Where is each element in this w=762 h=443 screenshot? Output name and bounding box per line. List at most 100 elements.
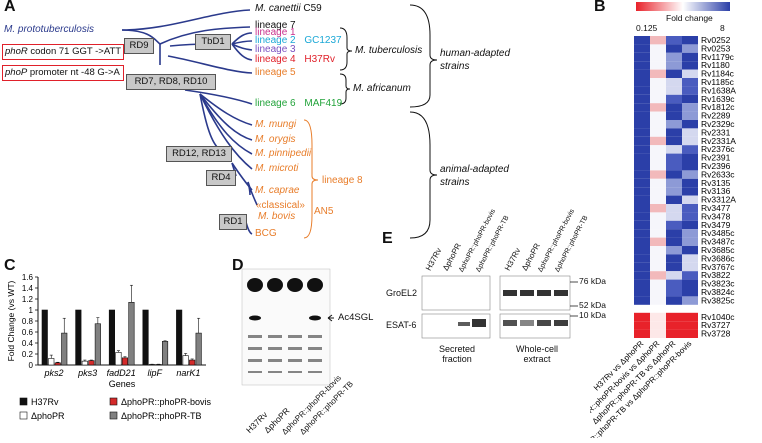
- heatmap-cell: [666, 296, 682, 305]
- heatmap-cell: [682, 212, 698, 221]
- heatmap-gene-label: Rv3485c: [701, 228, 735, 238]
- heatmap-cell: [650, 229, 666, 238]
- heatmap-cell: [666, 128, 682, 137]
- y-tick-label: 0.2: [22, 350, 34, 359]
- heatmap-gene-label: Rv3135: [701, 178, 731, 188]
- bar: [121, 357, 128, 366]
- heatmap-cell: [666, 187, 682, 196]
- heatmap-cell: [682, 220, 698, 230]
- heatmap-cell: [634, 44, 650, 53]
- heatmap-cell: [682, 136, 698, 146]
- heatmap-gene-label: Rv3479: [701, 220, 731, 230]
- heatmap-gene-label: Rv1638A: [701, 85, 736, 95]
- heatmap-cell: [634, 86, 650, 95]
- tree-root-label: M. prototuberculosis: [4, 24, 95, 35]
- bar: [61, 332, 68, 366]
- heatmap-gene-label: Rv2331A: [701, 136, 736, 146]
- heatmap-cell: [650, 136, 666, 146]
- heatmap-cell: [666, 52, 682, 62]
- leaf-microti: M. microti: [255, 163, 299, 174]
- heatmap-gene-label: Rv1179c: [701, 52, 735, 62]
- heatmap-cell: [650, 321, 666, 330]
- x-tick-label: narK1: [176, 368, 200, 378]
- y-tick-label: 1.6: [22, 273, 34, 282]
- heatmap: Rv0252Rv0253Rv1179cRv1180Rv1184cRv1185cR…: [590, 35, 736, 438]
- heatmap-cell: [682, 69, 698, 78]
- heatmap-cell: [666, 145, 682, 154]
- heatmap-gene-label: Rv3487c: [701, 237, 735, 247]
- fold-change-colorbar: [636, 2, 730, 11]
- heatmap-cell: [666, 78, 682, 87]
- x-tick-label: lipF: [148, 368, 163, 378]
- branch-lineage7: [159, 26, 251, 45]
- heatmap-cell: [666, 162, 682, 171]
- heatmap-cell: [666, 312, 682, 322]
- leaf-canettii: M. canettii C59: [255, 3, 322, 14]
- heatmap-cell: [634, 271, 650, 280]
- heatmap-cell: [682, 329, 698, 338]
- heatmap-cell: [682, 246, 698, 255]
- panel-label-b: B: [594, 0, 606, 15]
- heatmap-cell: [634, 220, 650, 230]
- heatmap-cell: [650, 237, 666, 246]
- panel-label-c: C: [4, 257, 16, 274]
- y-tick-label: 0: [29, 361, 34, 370]
- heatmap-gene-label: Rv2329c: [701, 119, 735, 129]
- heatmap-cell: [682, 187, 698, 196]
- bar: [189, 359, 196, 366]
- heatmap-cell: [634, 262, 650, 272]
- y-tick-label: 1: [29, 306, 34, 315]
- bar: [115, 352, 122, 366]
- heatmap-cell: [634, 296, 650, 305]
- heatmap-cell: [650, 36, 666, 45]
- heatmap-cell: [666, 103, 682, 112]
- heatmap-gene-label: Rv2633c: [701, 169, 735, 179]
- leaf-lineage1: lineage 1: [255, 27, 296, 38]
- heatmap-cell: [634, 128, 650, 137]
- heatmap-cell: [666, 153, 682, 162]
- heatmap-gene-label: Rv1180: [701, 60, 730, 70]
- heatmap-cell: [666, 237, 682, 246]
- heatmap-cell: [682, 128, 698, 137]
- note-phoP: phoP promoter nt -48 G->A: [2, 65, 124, 81]
- heatmap-cell: [634, 246, 650, 255]
- heatmap-gene-label: Rv3825c: [701, 295, 735, 305]
- y-tick-label: 0.8: [22, 317, 34, 326]
- heatmap-cell: [634, 52, 650, 62]
- heatmap-cell: [650, 271, 666, 280]
- y-tick-label: 1.2: [22, 295, 34, 304]
- heatmap-cell: [682, 61, 698, 70]
- heatmap-gene-label: Rv1040c: [701, 312, 735, 322]
- heatmap-cell: [666, 271, 682, 280]
- leaf-lineage5: lineage 5: [255, 67, 296, 78]
- heatmap-cell: [666, 178, 682, 188]
- box-rd4: RD4: [206, 170, 236, 186]
- bar: [108, 309, 115, 366]
- phylogeny-tree: [121, 4, 438, 239]
- heatmap-cell: [682, 86, 698, 95]
- x-tick-label: fadD21: [107, 368, 136, 378]
- heatmap-cell: [634, 288, 650, 297]
- leaf-mungi: M. mungi: [255, 119, 297, 130]
- bar: [142, 309, 149, 366]
- heatmap-cell: [634, 279, 650, 288]
- x-tick-label: pks2: [43, 368, 63, 378]
- heatmap-gene-label: Rv2331: [701, 127, 731, 137]
- panel-label-d: D: [232, 257, 244, 274]
- bar: [48, 358, 55, 366]
- bar: [54, 362, 61, 366]
- heatmap-gene-label: Rv3767c: [701, 262, 735, 272]
- panel-a: A M. prototuberculosis RD9 TbD1 RD7, RD8…: [0, 0, 510, 240]
- heatmap-cell: [634, 254, 650, 263]
- heatmap-cell: [682, 254, 698, 263]
- heatmap-cell: [650, 212, 666, 221]
- group-lineage8: lineage 8: [322, 175, 363, 186]
- heatmap-cell: [650, 279, 666, 288]
- branch-canettii: [121, 9, 251, 31]
- heatmap-cell: [682, 170, 698, 179]
- heatmap-cell: [650, 162, 666, 171]
- heatmap-gene-label: Rv2289: [701, 111, 731, 121]
